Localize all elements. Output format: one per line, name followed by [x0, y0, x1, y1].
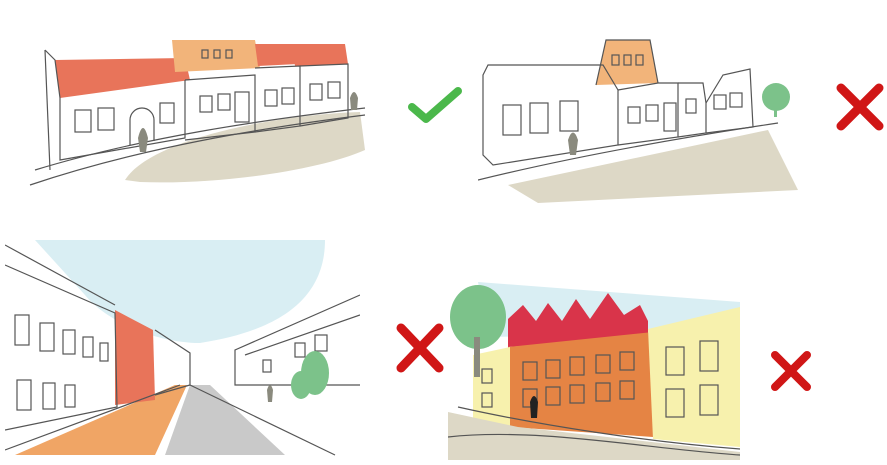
cross-icon — [770, 350, 812, 392]
illustration-street-colorful — [448, 277, 740, 460]
illustration-street-outlier-height — [478, 35, 808, 205]
street-sketch-4 — [448, 277, 740, 460]
illustration-street-harmonious — [20, 20, 370, 195]
illustration-street-perspective — [5, 235, 360, 460]
check-icon — [408, 85, 463, 130]
street-sketch-3 — [5, 235, 360, 460]
street-sketch-1 — [20, 20, 370, 195]
street-sketch-2 — [478, 35, 808, 205]
cross-icon — [395, 322, 445, 374]
cross-icon — [835, 82, 885, 132]
